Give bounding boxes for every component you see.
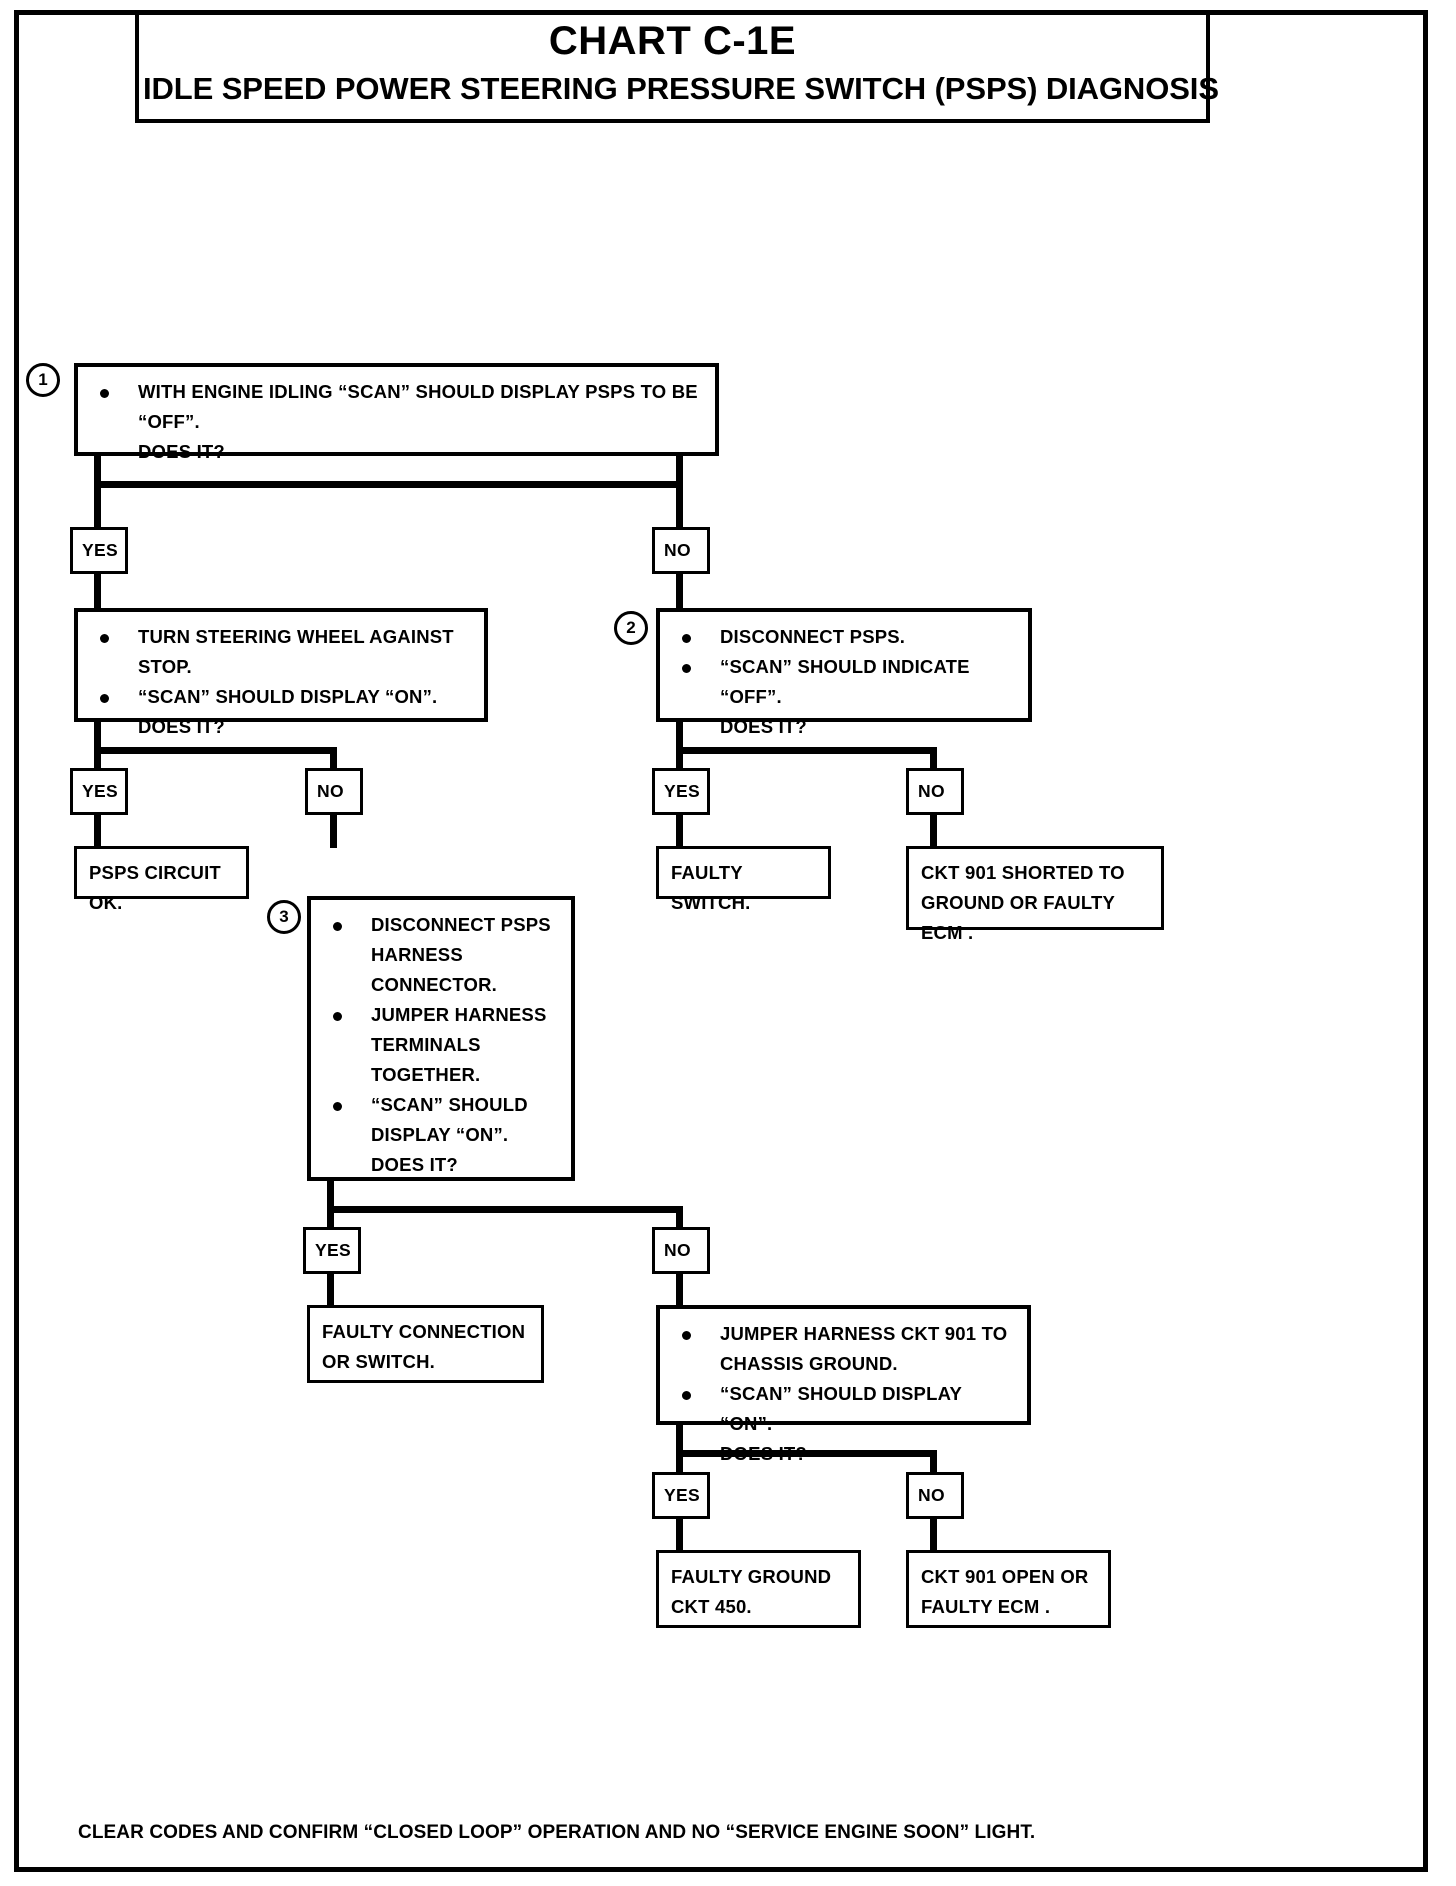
connector-step4-yes-stem xyxy=(676,1450,683,1484)
jumper-ckt901-bullet-1: JUMPER HARNESS CKT 901 TO CHASSIS GROUND… xyxy=(668,1319,1019,1379)
result-faulty-switch[interactable]: FAULTY SWITCH. xyxy=(656,846,831,913)
connector-step1-down-right xyxy=(676,456,683,488)
footer-note: CLEAR CODES AND CONFIRM “CLOSED LOOP” OP… xyxy=(78,1822,1036,1843)
connector-no1-to-box xyxy=(676,574,683,610)
connector-yes-step3-to-result xyxy=(327,1274,334,1308)
branch-label-yes-step2[interactable]: YES xyxy=(652,768,710,815)
branch-label-no-step1[interactable]: NO xyxy=(652,527,710,574)
branch-label-yes-step3[interactable]: YES xyxy=(303,1227,361,1274)
chart-name: IDLE SPEED POWER STEERING PRESSURE SWITC… xyxy=(143,71,1219,106)
branch-label-yes-step4[interactable]: YES xyxy=(652,1472,710,1519)
connector-no-step4-to-result xyxy=(930,1519,937,1553)
result-psps-circuit-ok-text: PSPS CIRCUIT OK. xyxy=(89,862,221,913)
turn-steering-wheel-box[interactable]: TURN STEERING WHEEL AGAINST STOP. “SCAN”… xyxy=(74,608,488,737)
connector-steering-down-left xyxy=(94,722,101,754)
connector-step3-yes-stem xyxy=(327,1206,334,1240)
connector-yes1-to-box xyxy=(94,574,101,610)
title-block: CHART C-1E IDLE SPEED POWER STEERING PRE… xyxy=(135,10,1219,123)
result-faulty-ground[interactable]: FAULTY GROUND CKT 450. xyxy=(656,1550,861,1628)
jumper-ckt901-box[interactable]: JUMPER HARNESS CKT 901 TO CHASSIS GROUND… xyxy=(656,1305,1031,1464)
connector-step1-yes-stem xyxy=(94,481,101,541)
turn-steering-bullet-2: “SCAN” SHOULD DISPLAY “ON”. DOES IT? xyxy=(86,682,476,742)
connector-yes-step2-to-result xyxy=(676,815,683,848)
connector-step4-down-left xyxy=(676,1425,683,1457)
step-2-box[interactable]: DISCONNECT PSPS. “SCAN” SHOULD INDICATE … xyxy=(656,608,1032,737)
connector-steering-horizontal xyxy=(94,747,337,754)
branch-label-no-step2[interactable]: NO xyxy=(906,768,964,815)
result-faulty-connection-text: FAULTY CONNECTION OR SWITCH. xyxy=(322,1321,526,1372)
connector-step1-horizontal xyxy=(94,481,683,488)
result-psps-circuit-ok[interactable]: PSPS CIRCUIT OK. xyxy=(74,846,249,913)
step-3-bullet-1: DISCONNECT PSPS HARNESS CONNECTOR. xyxy=(319,910,563,1000)
connector-yes-step4-to-result xyxy=(676,1519,683,1553)
step-2-bullet-2: “SCAN” SHOULD INDICATE “OFF”. DOES IT? xyxy=(668,652,1020,742)
connector-step2-horizontal xyxy=(676,747,937,754)
branch-label-yes-steering[interactable]: YES xyxy=(70,768,128,815)
result-faulty-switch-text: FAULTY SWITCH. xyxy=(671,862,751,913)
connector-steering-down-right xyxy=(330,747,337,781)
step-number-2: 2 xyxy=(614,611,648,645)
result-ckt901-open-text: CKT 901 OPEN OR FAULTY ECM . xyxy=(921,1566,1089,1617)
branch-label-no-steering[interactable]: NO xyxy=(305,768,363,815)
connector-yes-steering-to-result xyxy=(94,815,101,848)
step-number-1: 1 xyxy=(26,363,60,397)
result-faulty-connection[interactable]: FAULTY CONNECTION OR SWITCH. xyxy=(307,1305,544,1383)
connector-step2-yes-stem xyxy=(676,747,683,781)
step-1-bullet-1: WITH ENGINE IDLING “SCAN” SHOULD DISPLAY… xyxy=(86,377,707,467)
connector-step3-horizontal xyxy=(327,1206,683,1213)
result-ckt901-open[interactable]: CKT 901 OPEN OR FAULTY ECM . xyxy=(906,1550,1111,1628)
result-ckt901-shorted-text: CKT 901 SHORTED TO GROUND OR FAULTY ECM … xyxy=(921,862,1125,943)
result-faulty-ground-text: FAULTY GROUND CKT 450. xyxy=(671,1566,832,1617)
connector-step1-down-left xyxy=(94,456,101,488)
connector-step3-down-left xyxy=(327,1181,334,1213)
turn-steering-bullet-1: TURN STEERING WHEEL AGAINST STOP. xyxy=(86,622,476,682)
connector-step4-horizontal xyxy=(676,1450,937,1457)
connector-step2-down-right xyxy=(930,747,937,781)
step-number-3: 3 xyxy=(267,900,301,934)
connector-steering-yes-stem xyxy=(94,747,101,781)
step-3-bullet-3: “SCAN” SHOULD DISPLAY “ON”. DOES IT? xyxy=(319,1090,563,1180)
step-1-box[interactable]: WITH ENGINE IDLING “SCAN” SHOULD DISPLAY… xyxy=(74,363,719,462)
step-2-bullet-1: DISCONNECT PSPS. xyxy=(668,622,1020,652)
connector-no-steering-to-step3 xyxy=(330,815,337,848)
branch-label-no-step3[interactable]: NO xyxy=(652,1227,710,1274)
result-ckt901-shorted[interactable]: CKT 901 SHORTED TO GROUND OR FAULTY ECM … xyxy=(906,846,1164,943)
branch-label-yes-step1[interactable]: YES xyxy=(70,527,128,574)
connector-step3-down-right xyxy=(676,1206,683,1240)
step-3-bullet-2: JUMPER HARNESS TERMINALS TOGETHER. xyxy=(319,1000,563,1090)
connector-step1-no-stem xyxy=(676,481,683,541)
chart-id: CHART C-1E xyxy=(548,19,797,63)
connector-step2-down-left xyxy=(676,722,683,754)
connector-no-step3-to-step4 xyxy=(676,1274,683,1308)
connector-no-step2-to-result xyxy=(930,815,937,848)
branch-label-no-step4[interactable]: NO xyxy=(906,1472,964,1519)
connector-step4-down-right xyxy=(930,1450,937,1484)
page-border xyxy=(14,10,1428,1872)
step-3-box[interactable]: DISCONNECT PSPS HARNESS CONNECTOR. JUMPE… xyxy=(307,896,575,1181)
